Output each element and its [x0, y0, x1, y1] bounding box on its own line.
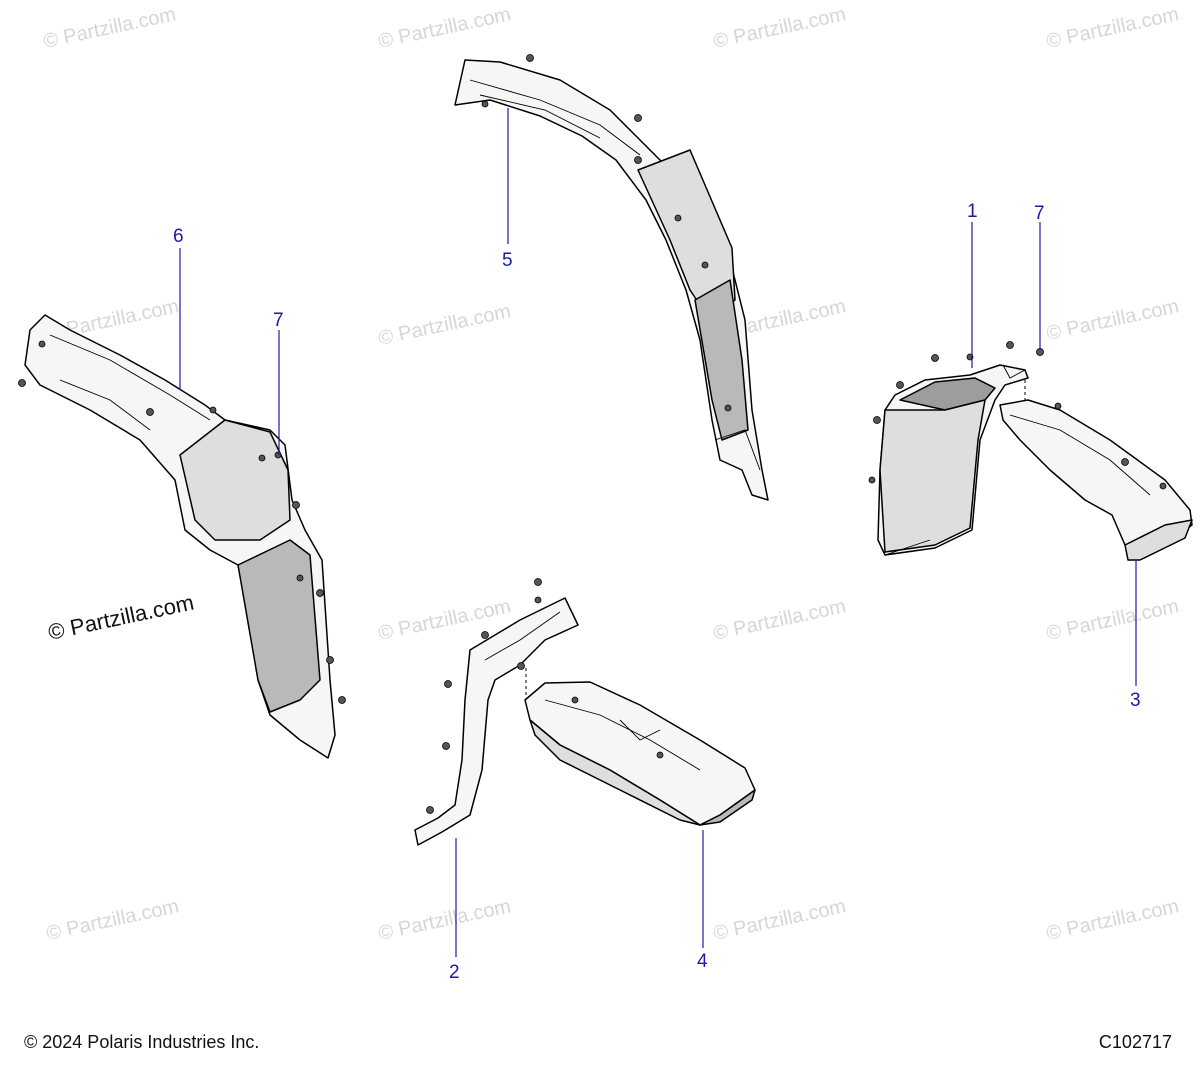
watermark-text: © Partzilla.com — [1044, 895, 1180, 945]
callout-2: 2 — [449, 962, 460, 983]
callout-7-left: 7 — [273, 310, 284, 331]
part-5-top-fender — [454, 54, 769, 501]
callout-3: 3 — [1130, 690, 1141, 711]
diagram-code: C102717 — [1098, 1032, 1172, 1052]
watermark-text: © Partzilla.com — [711, 3, 847, 53]
callout-6: 6 — [173, 226, 184, 247]
watermark-text: © Partzilla.com — [1044, 3, 1180, 53]
part-1-side-panel — [868, 341, 1044, 556]
part-6-left-fender — [18, 314, 346, 759]
watermark-text: © Partzilla.com — [711, 595, 847, 645]
part-4-wedge-cover — [524, 681, 756, 826]
watermark-main-text: © Partzilla.com — [46, 590, 196, 645]
callout-5: 5 — [502, 250, 513, 271]
callout-7-right: 7 — [1034, 203, 1045, 224]
watermark-text: © Partzilla.com — [44, 895, 180, 945]
part-2-bracket — [414, 578, 579, 846]
watermark-text: © Partzilla.com — [376, 895, 512, 945]
watermark-text: © Partzilla.com — [376, 300, 512, 350]
watermark-text: © Partzilla.com — [1044, 595, 1180, 645]
leader-lines — [179, 108, 1137, 957]
copyright-text: © 2024 Polaris Industries Inc. — [24, 1032, 260, 1052]
watermark-text: © Partzilla.com — [376, 3, 512, 53]
watermark-text: © Partzilla.com — [711, 895, 847, 945]
callout-4: 4 — [697, 951, 708, 972]
callout-1: 1 — [967, 201, 978, 222]
watermark-text: © Partzilla.com — [1044, 295, 1180, 345]
watermark-text: © Partzilla.com — [41, 3, 177, 53]
part-3-splash-panel — [999, 380, 1193, 561]
callout-labels: 1 2 3 4 5 6 7 7 — [173, 201, 1141, 983]
